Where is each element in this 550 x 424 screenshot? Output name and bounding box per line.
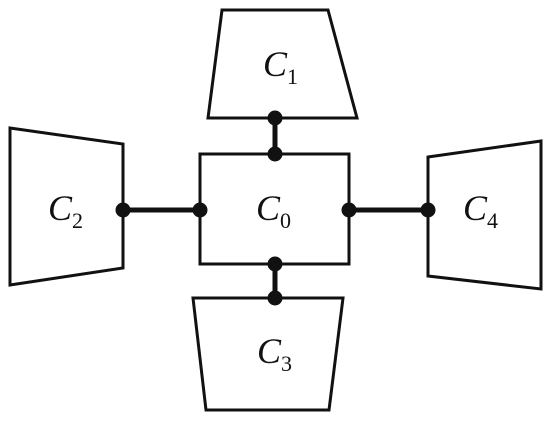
joint-c0-bottom [267, 256, 283, 272]
component-c1-label: C1 [263, 44, 298, 89]
component-c1-shape [206, 8, 359, 120]
joint-c1-bottom [267, 110, 283, 126]
component-c3-label: C3 [257, 331, 292, 376]
component-c2-label: C2 [48, 188, 83, 233]
component-c2-letter: C [48, 188, 73, 228]
joint-c0-left [192, 202, 208, 218]
component-c1-index: 1 [287, 64, 298, 89]
joint-c4-left [420, 202, 436, 218]
joint-c0-top [267, 146, 283, 162]
component-c0-label: C0 [256, 188, 291, 233]
component-c0: C0 [198, 152, 351, 266]
component-c4-letter: C [463, 188, 488, 228]
component-c1-letter: C [263, 44, 288, 84]
component-c3: C3 [191, 296, 345, 412]
component-c2-shape [8, 126, 125, 287]
component-c3-letter: C [257, 331, 282, 371]
component-c4-label: C4 [463, 188, 498, 233]
component-c2-index: 2 [72, 208, 83, 233]
component-c1: C1 [206, 8, 359, 120]
component-c2: C2 [8, 126, 125, 287]
component-c4-index: 4 [487, 208, 498, 233]
joint-c0-right [341, 202, 357, 218]
component-c3-shape [191, 296, 345, 412]
component-c3-index: 3 [281, 351, 292, 376]
component-c4-shape [426, 139, 543, 291]
component-c0-letter: C [256, 188, 281, 228]
joint-c2-right [115, 202, 131, 218]
joint-c3-top [267, 290, 283, 306]
component-c0-index: 0 [280, 208, 291, 233]
component-c4: C4 [426, 139, 543, 291]
